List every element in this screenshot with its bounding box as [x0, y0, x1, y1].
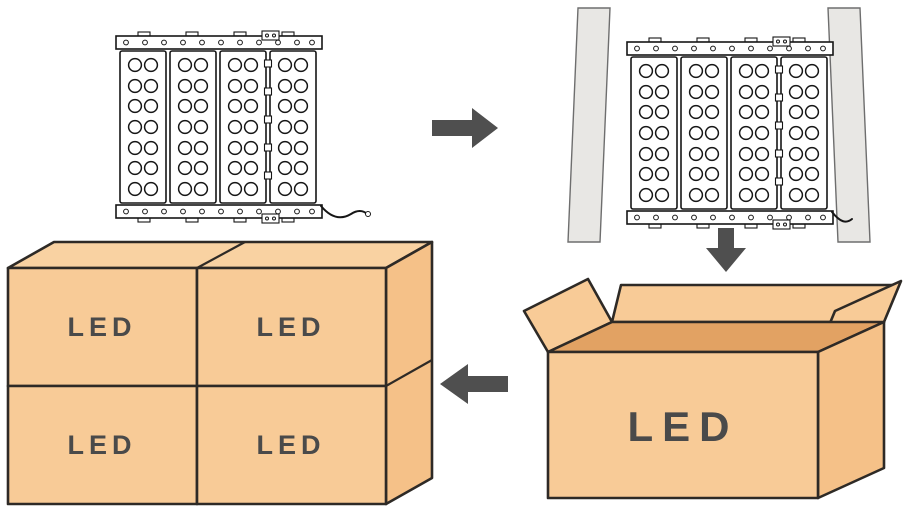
- carton-label-bottom-right: LED: [257, 430, 326, 460]
- carton-front-top-right: [195, 266, 388, 388]
- arrow-left-icon: [440, 364, 508, 404]
- arrow-down-icon: [706, 228, 746, 272]
- arrow-right-icon: [432, 108, 498, 148]
- stack-side-divider: [385, 359, 433, 387]
- carton-side-face: [816, 320, 886, 500]
- foam-pad-right: [827, 7, 871, 243]
- led-panel: [627, 37, 833, 229]
- carton-label-top-left: LED: [68, 312, 137, 342]
- open-carton: LED: [522, 277, 903, 500]
- foam-pad-left: [567, 7, 611, 243]
- led-panel-with-foam-padding: [567, 7, 871, 243]
- carton-label-top-right: LED: [257, 312, 326, 342]
- carton-label-bottom-left: LED: [68, 430, 137, 460]
- carton-led-label: LED: [628, 403, 739, 450]
- stack-top-divider: [196, 241, 246, 269]
- carton-front-face: [546, 350, 820, 500]
- cable-plug: [365, 211, 371, 217]
- led-panel: [116, 31, 322, 223]
- power-cable: [320, 205, 368, 219]
- led-panel-assembled: [116, 31, 371, 223]
- carton-front-bottom-right: [195, 384, 388, 506]
- power-cable: [831, 211, 853, 223]
- stacked-cartons: LED LED LED LED: [6, 240, 434, 506]
